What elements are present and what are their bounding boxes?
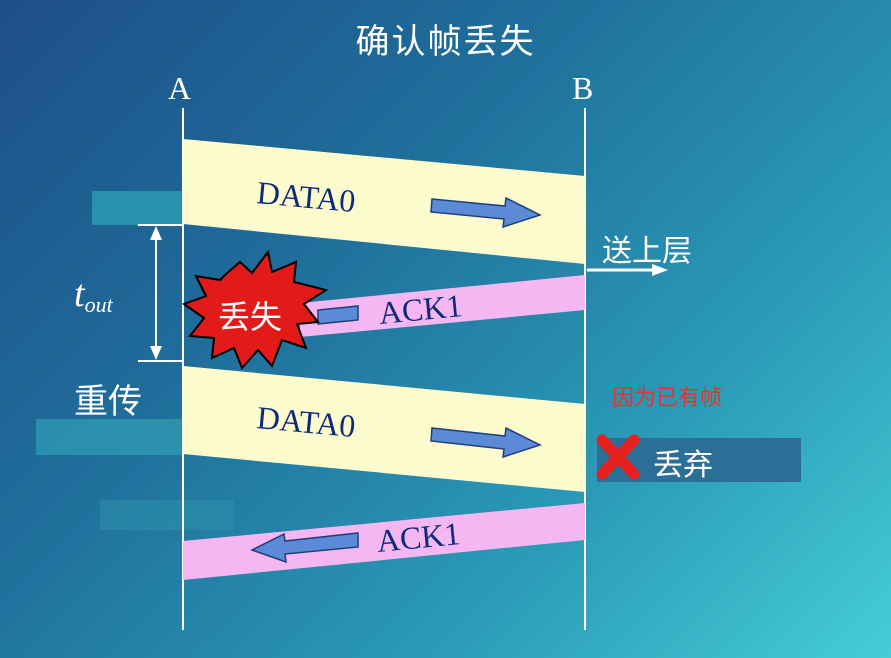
decor-pad-2 <box>36 419 184 455</box>
ack-frame-2-arrow <box>250 532 359 564</box>
station-b-label: B <box>572 70 594 106</box>
discard-label: 丢弃 <box>653 448 713 483</box>
decor-pad-1 <box>92 191 184 225</box>
station-a-label: A <box>168 70 192 106</box>
deliver-upper-label: 送上层 <box>602 234 692 269</box>
ack-frame-lost <box>300 275 585 337</box>
note-label: 因为已有帧 <box>612 386 723 411</box>
ack-lost-arrow-stub <box>317 305 359 325</box>
lost-label: 丢失 <box>218 298 282 336</box>
data-frame-1-arrow <box>430 196 542 229</box>
lost-burst-icon <box>181 249 329 370</box>
data-frame-2-arrow <box>430 426 542 459</box>
ack-frame-lost-label: ACK1 <box>377 287 464 331</box>
ack-frame-2-label: ACK1 <box>375 515 462 559</box>
data-frame-1 <box>183 139 585 264</box>
timeout-arrow-up <box>150 226 162 240</box>
diagram-title: 确认帧丢失 <box>355 22 536 62</box>
timeout-label: tout <box>74 272 113 318</box>
retransmit-label: 重传 <box>74 382 142 422</box>
timeout-main: t <box>74 273 85 315</box>
data-frame-2 <box>183 366 585 492</box>
timeout-arrow-down <box>150 346 162 360</box>
decor-pad-3 <box>100 500 234 530</box>
discard-x-icon <box>596 434 640 480</box>
timeout-sub: out <box>84 292 113 317</box>
deliver-arrow-head <box>652 264 668 276</box>
